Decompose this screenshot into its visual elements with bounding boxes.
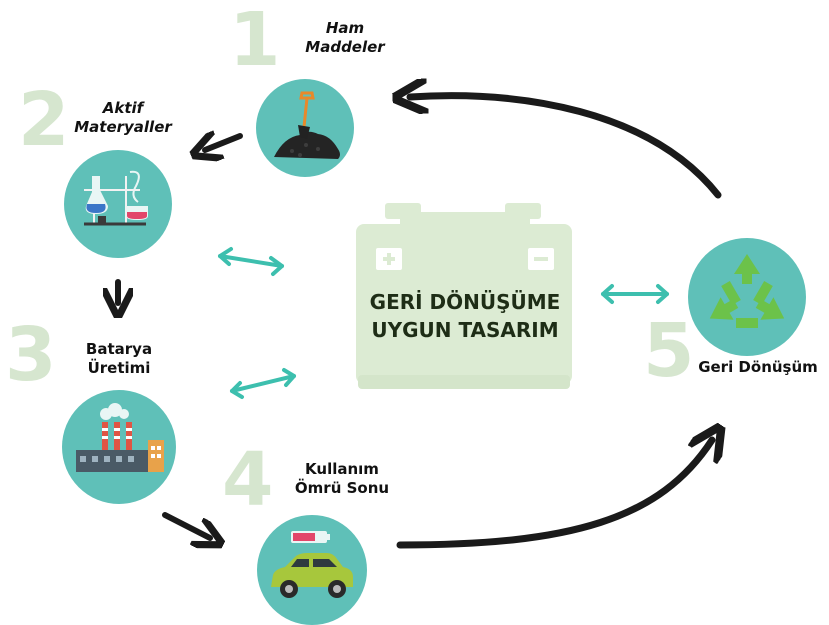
recycle-icon bbox=[688, 238, 806, 356]
arrow-1-to-2 bbox=[205, 136, 243, 150]
lab-flasks-icon bbox=[64, 150, 172, 258]
arrow-5-to-1 bbox=[410, 96, 722, 199]
double-arrow-3 bbox=[230, 368, 296, 399]
factory-icon bbox=[62, 390, 176, 504]
center-title-line2: UYGUN TASARIM bbox=[371, 318, 559, 342]
step-2-number: 2 bbox=[18, 77, 70, 163]
step-3-number: 3 bbox=[5, 312, 57, 398]
step-3-label: Batarya Üretimi bbox=[85, 340, 153, 377]
double-arrow-5 bbox=[601, 284, 669, 304]
step-4-number: 4 bbox=[222, 437, 274, 523]
step-5-label: Geri Dönüşüm bbox=[698, 358, 818, 376]
step-1-label: Ham Maddeler bbox=[305, 19, 385, 56]
double-arrow-2 bbox=[218, 247, 284, 276]
arrow-3-to-4 bbox=[162, 512, 210, 538]
electric-car-icon bbox=[257, 515, 367, 625]
center-title-line1: GERİ DÖNÜŞÜME bbox=[369, 290, 561, 314]
shovel-coal-icon bbox=[256, 79, 354, 177]
step-1-number: 1 bbox=[229, 0, 281, 83]
center-title: GERİ DÖNÜŞÜME UYGUN TASARIM bbox=[360, 288, 570, 344]
step-2-label: Aktif Materyaller bbox=[74, 99, 172, 136]
battery-icon bbox=[356, 203, 572, 389]
step-4-label: Kullanım Ömrü Sonu bbox=[294, 460, 390, 497]
step-5-number: 5 bbox=[643, 308, 695, 394]
arrow-4-to-5 bbox=[396, 440, 712, 549]
